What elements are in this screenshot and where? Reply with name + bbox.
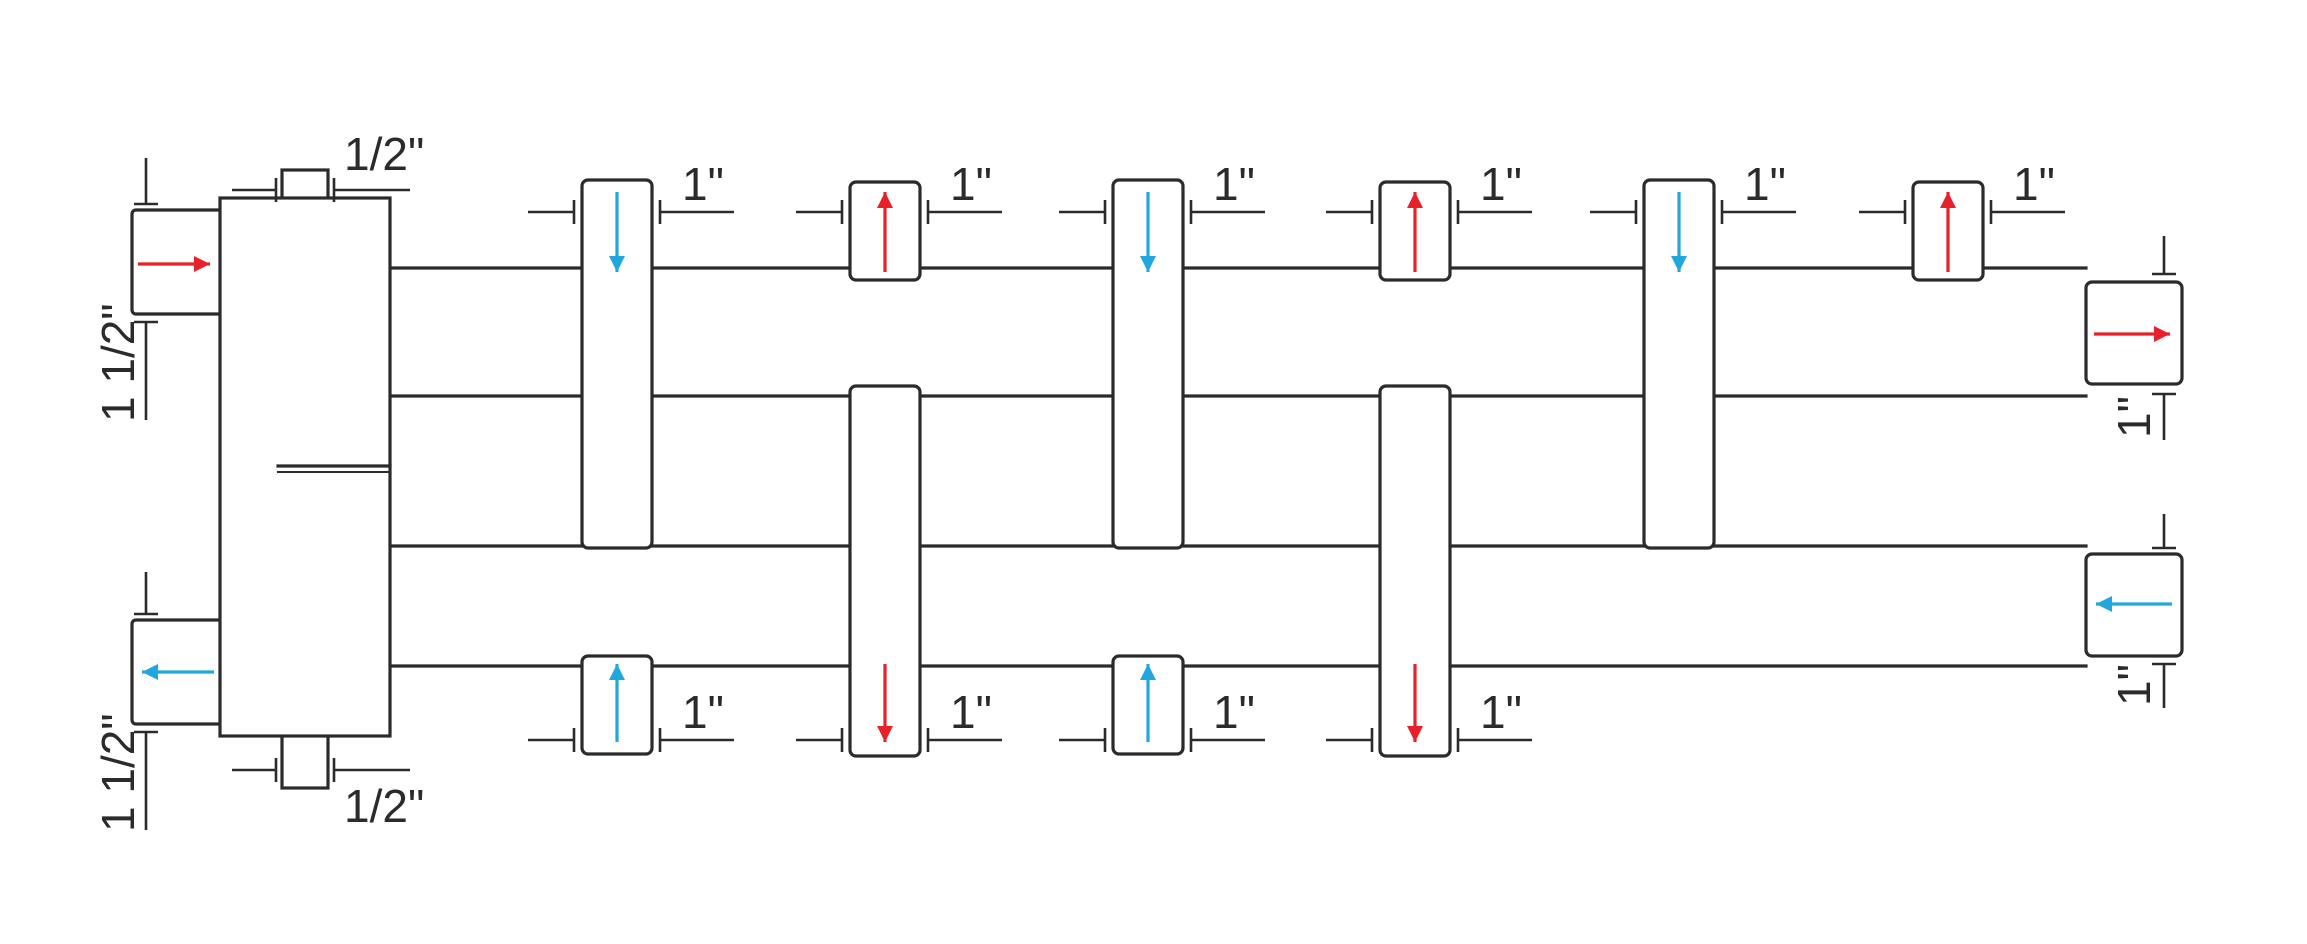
bottom-port-flow-arrow bbox=[609, 664, 625, 742]
bridge-connector bbox=[1111, 178, 1185, 550]
outlet-fittings bbox=[2084, 280, 2184, 658]
inlet-stub bbox=[130, 208, 224, 316]
branch-top-branch-size-label: 1" bbox=[1480, 158, 1522, 210]
return-flow-arrow bbox=[142, 664, 214, 680]
branch-top-branch-size-label: 1" bbox=[950, 158, 992, 210]
branch-bottom-branch-size-label: 1" bbox=[1480, 686, 1522, 738]
manifold-pipes bbox=[388, 266, 2088, 668]
top-port-flow-arrow bbox=[1671, 192, 1687, 272]
dimension-labels: 1 1/2" 1 1/2" 1/2" 1/2" 1" 1" 1" 1" 1" 1" 1"… bbox=[92, 128, 2160, 832]
top-port-flow-arrow bbox=[1140, 192, 1156, 272]
top-port-flow-arrow bbox=[1407, 192, 1423, 272]
outlet-return-size-label: 1" bbox=[2108, 664, 2160, 706]
outlet-supply-size-label: 1" bbox=[2108, 396, 2160, 438]
return-size-label: 1 1/2" bbox=[92, 713, 144, 832]
bridge-connector bbox=[1642, 178, 1716, 550]
flow-arrows bbox=[138, 192, 2172, 742]
bottom-port-flow-arrow bbox=[877, 664, 893, 742]
top-port-flow-arrow bbox=[609, 192, 625, 272]
outlet-return-flow-arrow bbox=[2096, 596, 2172, 612]
top-port-flow-arrow bbox=[1940, 192, 1956, 272]
branch-top-branch-size-label: 1" bbox=[1213, 158, 1255, 210]
inlet-flow-arrow bbox=[138, 256, 210, 272]
dimension-lines bbox=[134, 158, 2176, 830]
bridge-connector bbox=[1378, 384, 1452, 758]
bridge-connector bbox=[848, 384, 922, 758]
branch-top-branch-size-label: 1" bbox=[1744, 158, 1786, 210]
outlet-supply-flow-arrow bbox=[2094, 326, 2170, 342]
inlet-size-label: 1 1/2" bbox=[92, 303, 144, 422]
bottom-port-flow-arrow bbox=[1407, 664, 1423, 742]
hydraulic-separator bbox=[130, 168, 392, 790]
top-port-size-label: 1/2" bbox=[344, 128, 424, 180]
branch-bottom-branch-size-label: 1" bbox=[682, 686, 724, 738]
branch-bottom-branch-size-label: 1" bbox=[1213, 686, 1255, 738]
branch-top-branch-size-label: 1" bbox=[2013, 158, 2055, 210]
bottom-port-flow-arrow bbox=[1140, 664, 1156, 742]
top-port-flow-arrow bbox=[877, 192, 893, 272]
bridge-connectors bbox=[580, 178, 1716, 758]
bridge-connector bbox=[580, 178, 654, 550]
bottom-port-size-label: 1/2" bbox=[344, 780, 424, 832]
bottom-port-stub bbox=[280, 732, 330, 790]
branch-bottom-branch-size-label: 1" bbox=[950, 686, 992, 738]
branch-top-branch-size-label: 1" bbox=[682, 158, 724, 210]
